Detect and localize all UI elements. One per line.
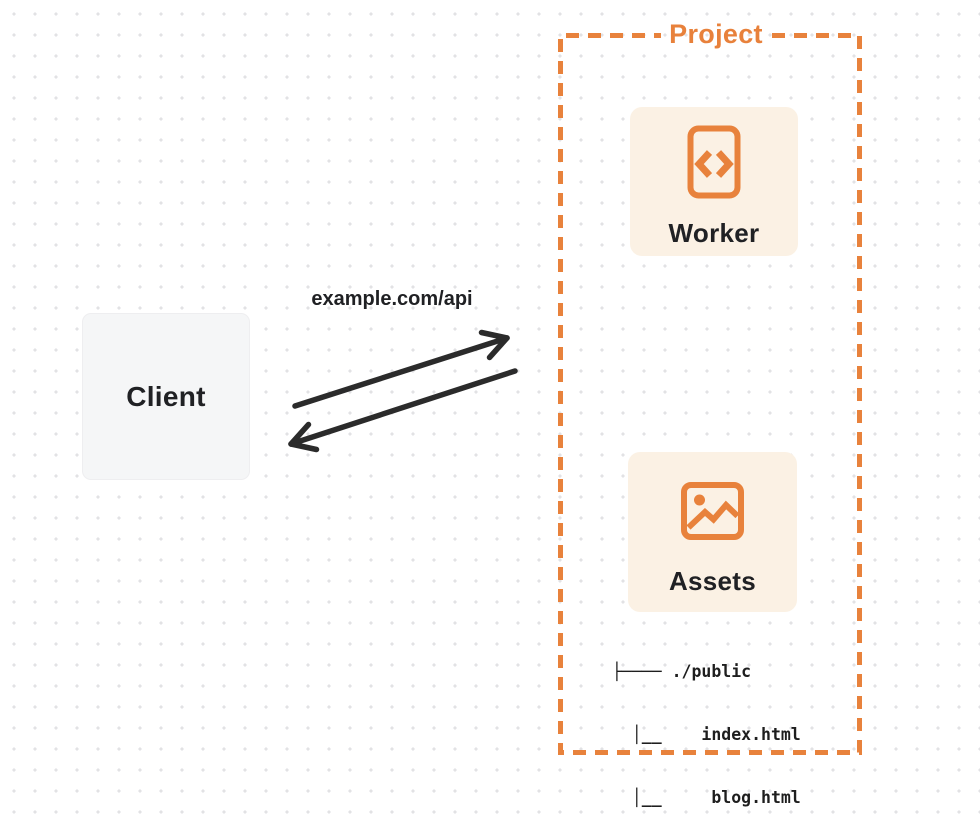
client-label: Client <box>126 380 206 412</box>
code-file-icon <box>687 125 741 199</box>
file-tree-root: ├──── ./public <box>612 662 752 681</box>
response-arrow <box>288 368 518 447</box>
assets-node: Assets <box>628 452 797 612</box>
project-title: Project <box>669 19 763 49</box>
worker-node: Worker <box>630 107 798 256</box>
request-arrow <box>292 335 510 409</box>
response-arrowhead-icon <box>288 421 320 453</box>
file-tree: ├──── ./public │__ index.html │__ blog.h… <box>612 619 801 818</box>
file-tree-file: │__ blog.html <box>612 788 801 807</box>
worker-label: Worker <box>668 218 760 248</box>
request-url-label: example.com/api <box>311 288 473 310</box>
file-tree-file: │__ index.html <box>612 725 801 744</box>
request-arrowhead-icon <box>478 329 510 361</box>
image-icon <box>681 482 744 540</box>
assets-label: Assets <box>668 566 757 596</box>
client-node: Client <box>82 313 250 480</box>
